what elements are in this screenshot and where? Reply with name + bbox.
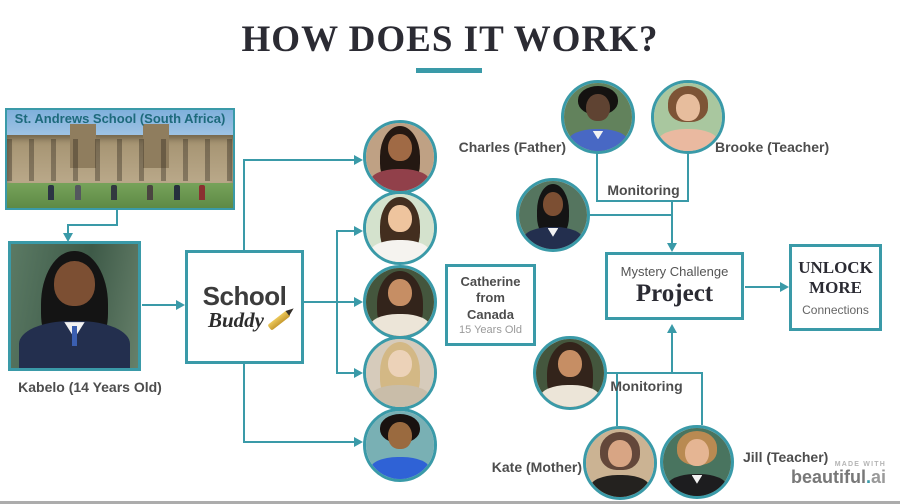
connector-line — [336, 230, 355, 232]
person-figure — [147, 185, 154, 201]
person-figure — [74, 185, 81, 201]
made-with-label: MADE WITH — [834, 461, 886, 468]
catherine-line3: Canada — [467, 306, 514, 322]
catherine-line2: from — [476, 290, 505, 306]
buddy-portrait-2 — [363, 191, 437, 265]
connector-line — [116, 210, 118, 226]
kabelo-label: Kabelo (14 Years Old) — [18, 379, 162, 395]
arrow-down-icon — [63, 233, 73, 242]
connector-line — [616, 372, 618, 426]
watermark: MADE WITH beautiful.ai — [770, 461, 886, 488]
buddy-portrait-5 — [363, 408, 437, 482]
catherine-line1: Catherine — [460, 273, 521, 289]
connector-line — [701, 372, 703, 425]
kabelo-small-portrait — [516, 178, 590, 252]
monitoring-label-bottom: Monitoring — [610, 378, 683, 394]
brand-dot: . — [865, 467, 871, 487]
connector-line — [142, 304, 178, 306]
arrow-right-icon — [354, 368, 363, 378]
connector-line — [243, 160, 245, 250]
jill-portrait — [660, 425, 734, 499]
catherine-box: Catherine from Canada 15 Years Old — [445, 264, 536, 346]
arrow-right-icon — [354, 155, 363, 165]
connector-line — [336, 372, 355, 374]
charles-label: Charles (Father) — [458, 139, 566, 155]
arrow-right-icon — [354, 297, 363, 307]
project-line2: Project — [635, 280, 714, 307]
connector-line — [596, 200, 689, 202]
buddy-portrait-1 — [363, 120, 437, 194]
unlock-line2: MORE — [809, 277, 862, 297]
monitoring-label-top: Monitoring — [607, 182, 680, 198]
buddy-portrait-3 — [363, 265, 437, 339]
connector-line — [303, 301, 337, 303]
connector-line — [745, 286, 783, 288]
jill-label: Jill (Teacher) — [743, 449, 829, 465]
school-building — [7, 135, 233, 185]
charles-portrait — [561, 80, 635, 154]
brooke-portrait — [651, 80, 725, 154]
connector-line — [67, 224, 118, 226]
connector-line — [671, 332, 673, 374]
logo-word-buddy: Buddy — [207, 308, 264, 332]
person-figure — [199, 185, 206, 201]
connector-line — [67, 224, 69, 236]
school-photo: St. Andrews School (South Africa) — [5, 108, 235, 210]
building-tower — [70, 123, 97, 168]
brand-suffix: ai — [870, 467, 886, 487]
kabelo-photo — [8, 241, 141, 371]
building-tower — [142, 123, 169, 168]
building-windows — [7, 139, 233, 181]
arrow-right-icon — [780, 282, 789, 292]
unlock-line1: UNLOCK — [798, 257, 873, 277]
logo-word-school: School — [202, 281, 287, 311]
unlock-subtitle: Connections — [802, 303, 869, 318]
pencil-icon — [267, 310, 291, 331]
lawn — [7, 182, 233, 208]
kabelo-portrait — [11, 244, 138, 368]
arrow-right-icon — [354, 437, 363, 447]
title-underline — [416, 68, 482, 73]
brooke-label: Brooke (Teacher) — [715, 139, 830, 155]
connector-line — [336, 301, 355, 303]
brand-text: beautiful — [790, 467, 866, 487]
page-title: HOW DOES IT WORK? — [241, 19, 659, 60]
arrow-up-icon — [667, 324, 677, 333]
arrow-down-icon — [667, 243, 677, 252]
arrow-right-icon — [176, 300, 185, 310]
school-buddy-logo-box: School Buddy — [185, 250, 304, 364]
connector-line — [605, 372, 703, 374]
connector-line — [243, 159, 355, 161]
project-line1: Mystery Challenge — [620, 264, 729, 279]
project-box: Mystery Challenge Project — [605, 252, 744, 320]
unlock-box: UNLOCK MORE Connections — [789, 244, 882, 331]
kate-label: Kate (Mother) — [491, 459, 582, 475]
arrow-right-icon — [354, 226, 363, 236]
catherine-age: 15 Years Old — [459, 324, 522, 337]
bottom-edge-line — [0, 501, 900, 504]
buddy-portrait-4 — [363, 336, 437, 410]
connector-line — [243, 441, 355, 443]
person-figure — [110, 185, 117, 201]
connector-line — [596, 152, 598, 202]
kate-portrait — [583, 426, 657, 500]
catherine-small-portrait — [533, 336, 607, 410]
connector-line — [243, 363, 245, 443]
connector-line — [671, 200, 673, 245]
beautiful-ai-link[interactable]: beautiful.ai — [770, 467, 886, 488]
connector-line — [588, 214, 673, 216]
connector-line — [687, 152, 689, 202]
school-label: St. Andrews School (South Africa) — [14, 111, 226, 126]
person-figure — [174, 185, 181, 201]
person-figure — [47, 185, 54, 201]
